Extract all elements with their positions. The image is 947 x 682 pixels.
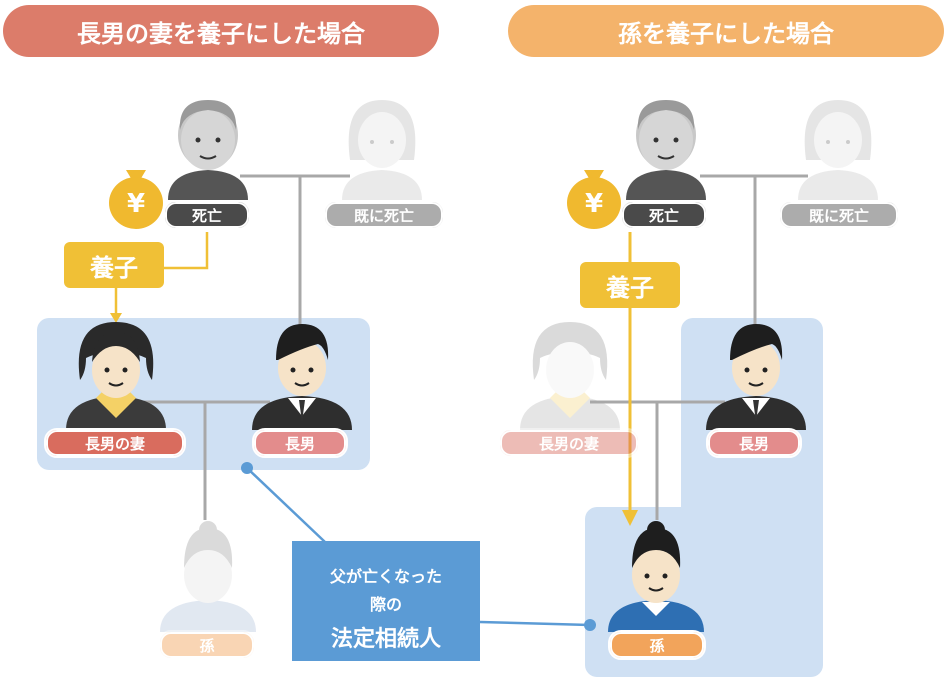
right-yen-symbol: ¥ bbox=[585, 189, 603, 219]
left-money-bag-icon bbox=[109, 170, 163, 229]
left-grandmother-icon bbox=[342, 100, 422, 200]
right-grandmother-icon bbox=[798, 100, 878, 200]
right-header: 孫を養子にした場合 bbox=[508, 5, 944, 57]
left-grandchild-label: 孫 bbox=[158, 630, 256, 660]
left-already-dead-badge: 既に死亡 bbox=[323, 200, 445, 230]
callout-line2: 際の bbox=[369, 595, 402, 614]
right-deceased-badge: 死亡 bbox=[620, 200, 708, 230]
left-header-title: 長男の妻を養子にした場合 bbox=[77, 19, 365, 48]
right-already-dead-badge: 既に死亡 bbox=[778, 200, 900, 230]
right-wife-label: 長男の妻 bbox=[498, 428, 640, 458]
callout-line3: 法定相続人 bbox=[330, 627, 441, 652]
left-deceased-badge: 死亡 bbox=[163, 200, 251, 230]
left-eldest-son-label: 長男 bbox=[252, 428, 348, 458]
callout-pointer-left bbox=[246, 467, 326, 543]
right-grandchild-icon bbox=[608, 521, 704, 632]
right-money-bag-icon bbox=[567, 170, 621, 229]
callout-pointer-right bbox=[479, 620, 591, 627]
right-adoption-label: 養子 bbox=[580, 262, 680, 308]
left-wife-icon bbox=[66, 322, 166, 430]
right-eldest-son-label: 長男 bbox=[706, 428, 802, 458]
left-adoption-arrowhead bbox=[110, 313, 122, 323]
right-adoption-arrowhead bbox=[622, 510, 638, 526]
legal-heir-callout: 父が亡くなった 際の 法定相続人 bbox=[292, 541, 480, 661]
left-yen-symbol: ¥ bbox=[127, 189, 145, 219]
left-eldest-son-icon bbox=[252, 324, 352, 430]
left-adoption-label: 養子 bbox=[64, 242, 164, 288]
left-grandfather-icon bbox=[168, 100, 248, 200]
right-eldest-son-icon bbox=[706, 324, 806, 430]
left-header: 長男の妻を養子にした場合 bbox=[3, 5, 439, 57]
right-grandfather-icon bbox=[626, 100, 706, 200]
left-grandchild-icon bbox=[160, 521, 256, 632]
left-wife-label: 長男の妻 bbox=[44, 428, 186, 458]
right-grandchild-label: 孫 bbox=[608, 630, 706, 660]
callout-line1: 父が亡くなった bbox=[329, 567, 442, 586]
left-adoption-connector bbox=[163, 232, 209, 270]
right-wife-icon bbox=[520, 322, 620, 430]
right-header-title: 孫を養子にした場合 bbox=[618, 19, 834, 48]
